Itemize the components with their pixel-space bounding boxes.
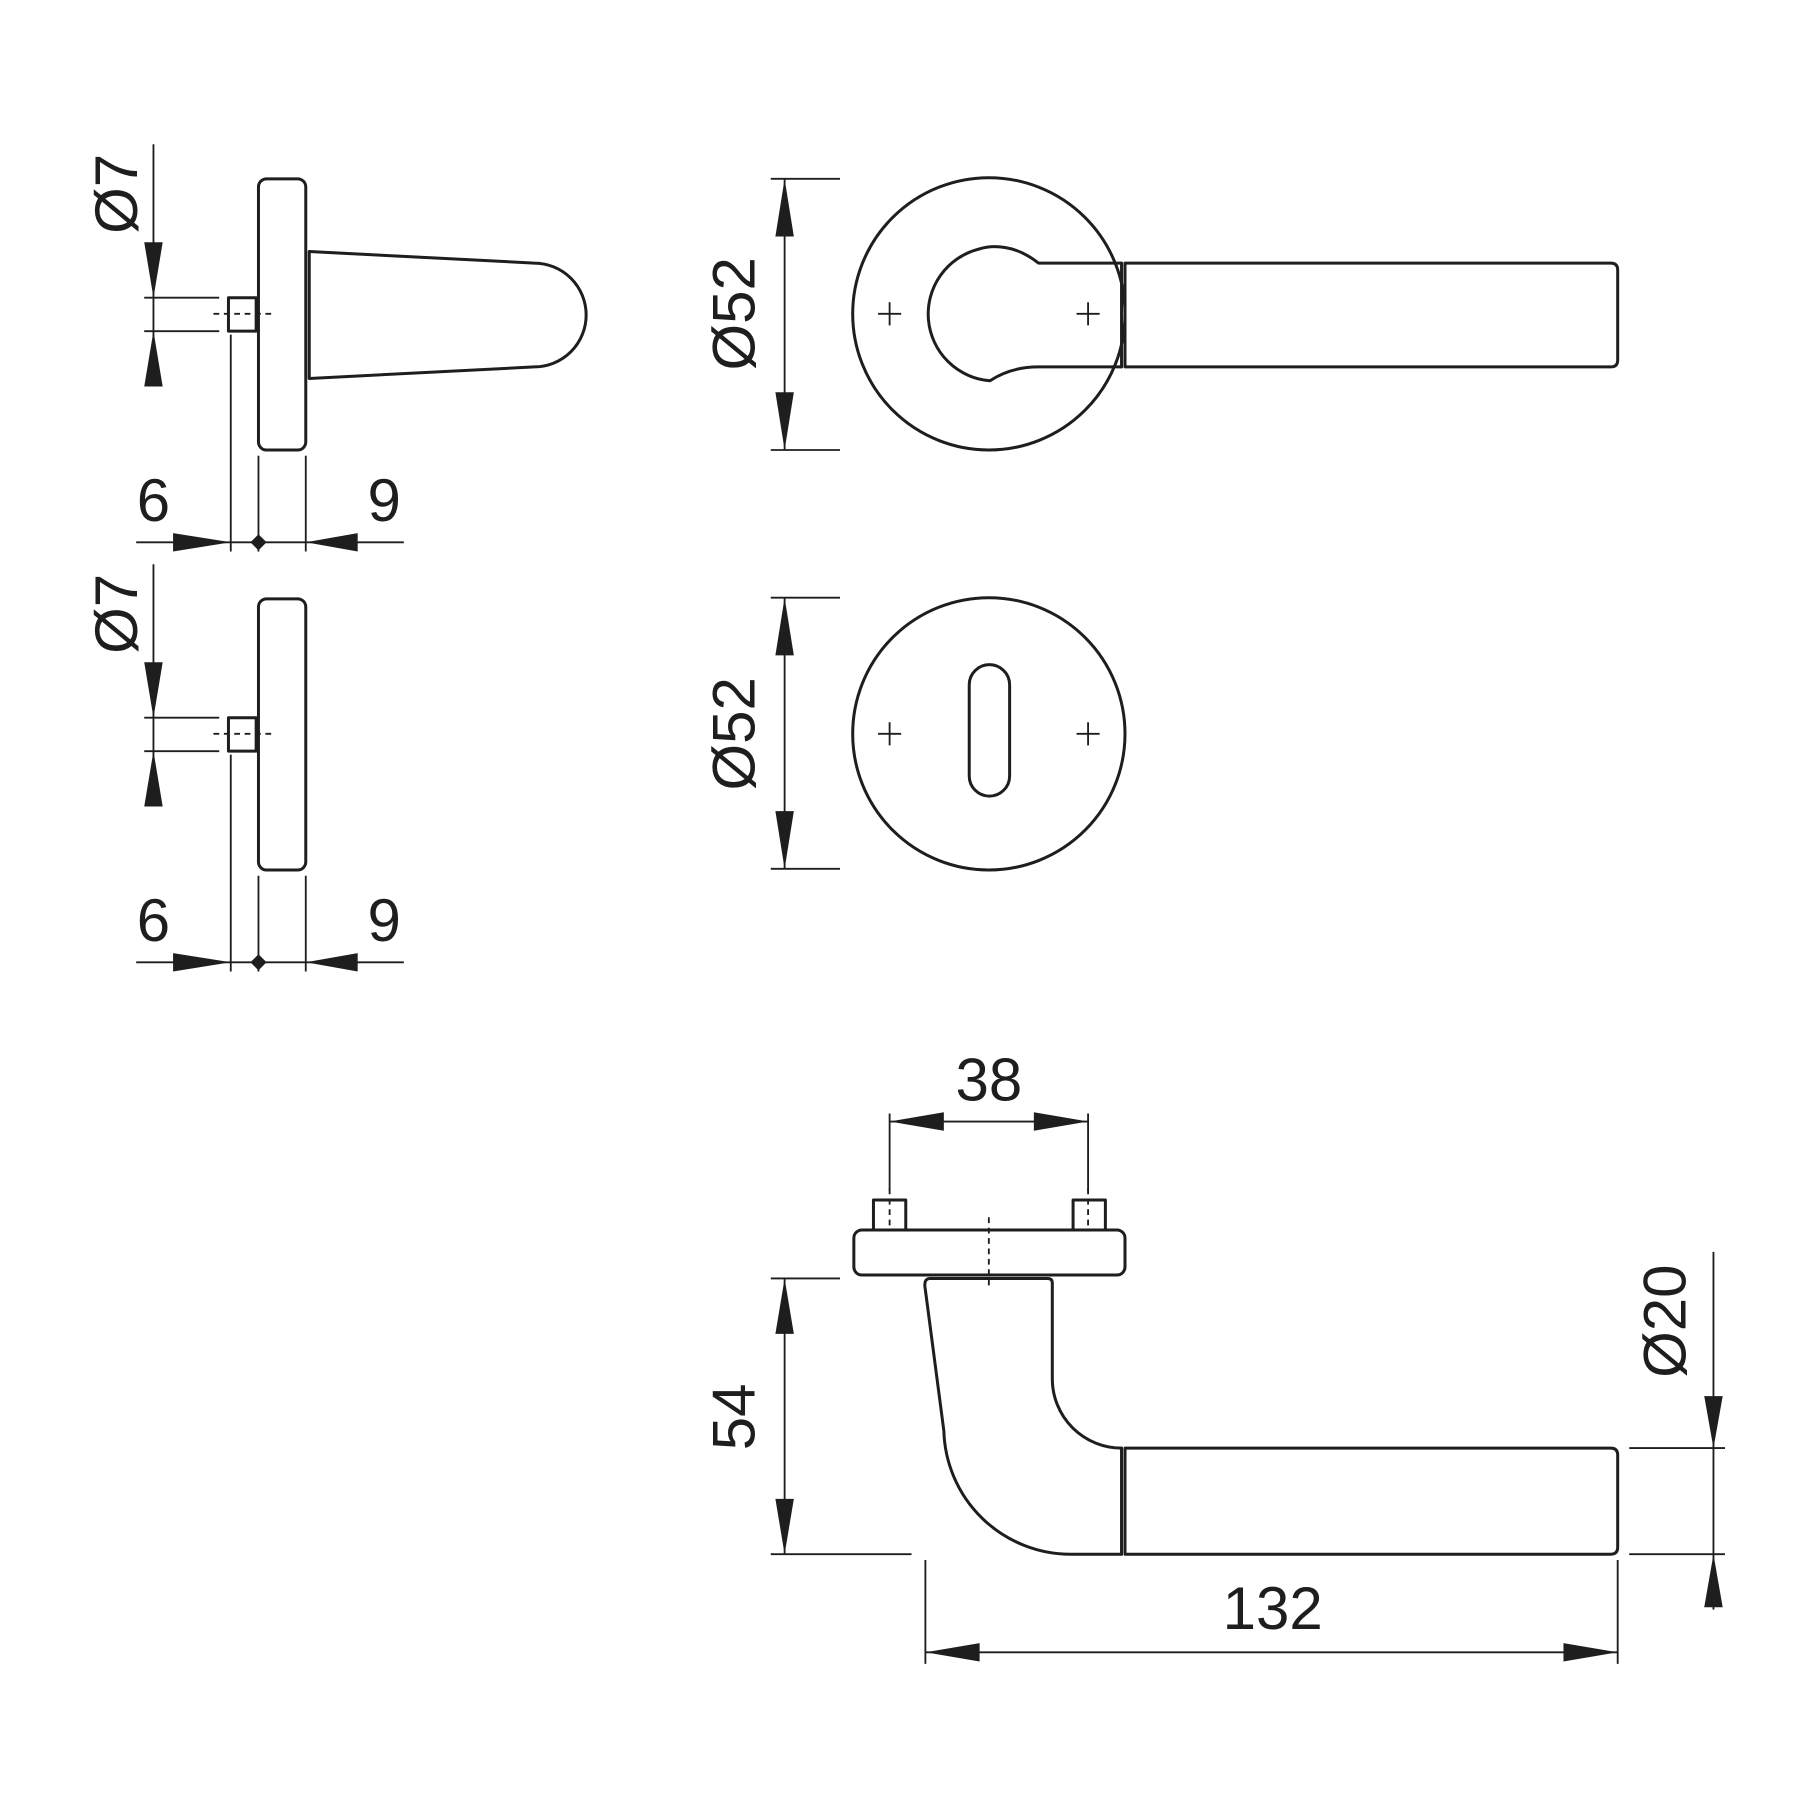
dim-length: 132: [1223, 1575, 1323, 1642]
dim-screw-spacing: 38: [955, 1046, 1022, 1113]
rose-side-view: 6 9 Ø7: [83, 144, 588, 552]
rose-front-view: Ø52: [700, 176, 1620, 452]
dim-right: 9: [368, 887, 401, 954]
dim-rose-diameter: Ø52: [700, 257, 767, 370]
escutcheon-side-view: 6 9 Ø7: [83, 564, 404, 972]
dim-left: 6: [137, 467, 170, 534]
dim-spindle: Ø7: [83, 574, 150, 654]
dim-spindle: Ø7: [83, 154, 150, 234]
dim-right: 9: [368, 467, 401, 534]
escutcheon-front-view: Ø52: [700, 596, 1127, 872]
handle-top-view: 38 54 132 Ø20: [700, 1046, 1725, 1664]
dim-grip-diameter: Ø20: [1631, 1264, 1698, 1377]
dim-projection: 54: [700, 1384, 767, 1451]
dim-escutcheon-diameter: Ø52: [700, 677, 767, 790]
dim-left: 6: [137, 887, 170, 954]
